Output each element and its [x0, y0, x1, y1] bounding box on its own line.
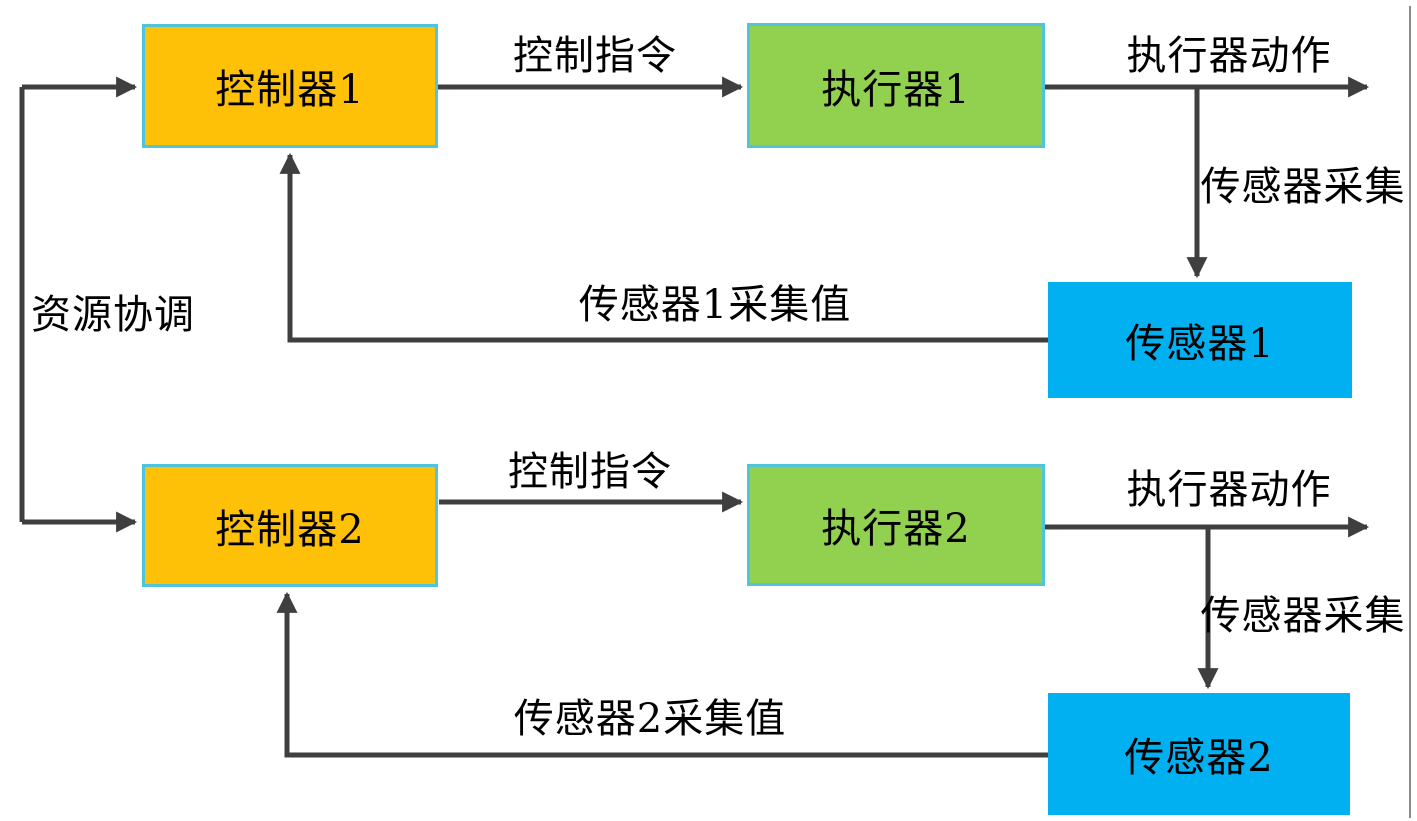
label-sensor-capture-2: 传感器采集 — [1200, 593, 1406, 639]
label-actuator-action-2: 执行器动作 — [1126, 467, 1332, 513]
label-sensor-capture-1: 传感器采集 — [1200, 164, 1406, 210]
node-actuator1: 执行器1 — [747, 23, 1045, 148]
edge-sensor2-feedback-to-controller2 — [276, 591, 1048, 758]
node-sensor1: 传感器1 — [1048, 282, 1352, 398]
label-control-command-2: 控制指令 — [508, 449, 672, 495]
node-controller1: 控制器1 — [142, 24, 438, 148]
label-actuator-action-1: 执行器动作 — [1126, 33, 1332, 79]
node-actuator2: 执行器2 — [747, 464, 1045, 586]
label-sensor2-value: 传感器2采集值 — [513, 696, 787, 742]
edge-sensor1-feedback-to-controller1 — [279, 152, 1048, 343]
label-control-command-1: 控制指令 — [513, 33, 677, 79]
node-controller2: 控制器2 — [142, 464, 438, 587]
label-resource-coordination: 资源协调 — [31, 292, 195, 338]
label-sensor1-value: 传感器1采集值 — [578, 282, 852, 328]
node-sensor2: 传感器2 — [1048, 693, 1350, 815]
